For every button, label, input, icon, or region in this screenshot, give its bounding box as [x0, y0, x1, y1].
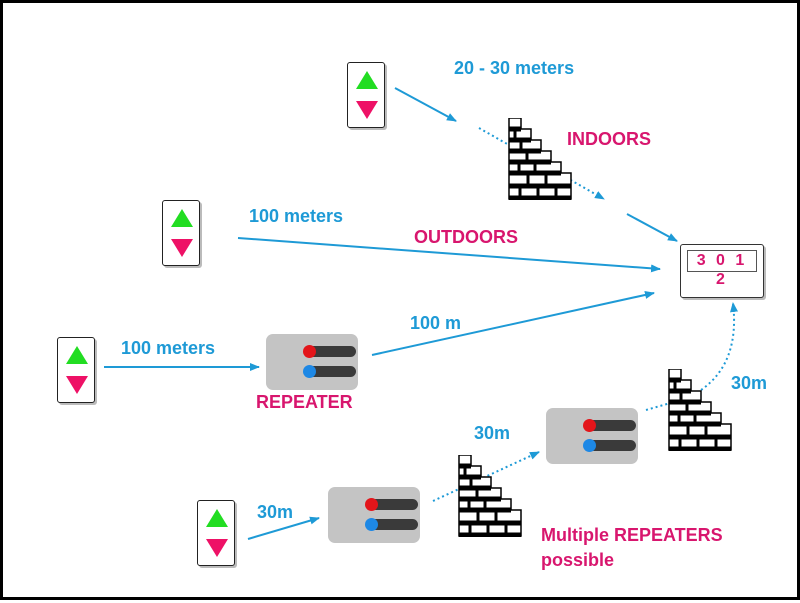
outdoors-label: OUTDOORS — [414, 227, 519, 247]
repeater-bar — [365, 518, 418, 531]
red-led-icon — [583, 419, 596, 432]
repeater-bar — [583, 419, 636, 432]
red-led-icon — [365, 498, 378, 511]
arrow-repeater-to-receiver — [371, 291, 655, 356]
remote-repeater — [57, 337, 95, 403]
repeater-bar — [303, 365, 356, 378]
receiver-display-value: 3 0 1 2 — [687, 250, 757, 288]
repeater-bar — [303, 345, 356, 358]
up-arrow-icon — [66, 346, 88, 364]
blue-led-icon — [365, 518, 378, 531]
down-arrow-icon — [356, 101, 378, 119]
up-arrow-icon — [206, 509, 228, 527]
chain-third-hop-label: 30m — [731, 373, 768, 393]
remote-indoor — [347, 62, 385, 128]
repeater-label: REPEATER — [256, 392, 353, 412]
repeater-main — [266, 334, 358, 390]
multiple-repeaters-label: Multiple REPEATERS — [541, 525, 723, 545]
repeater-bar — [583, 439, 636, 452]
down-arrow-icon — [171, 239, 193, 257]
multiple-repeaters-possible-label: possible — [541, 550, 615, 570]
outdoor-distance-label: 100 meters — [249, 206, 344, 226]
brick-wall-icon — [458, 455, 522, 537]
repeater-chain-1 — [328, 487, 420, 543]
indoors-label: INDOORS — [567, 129, 652, 149]
blue-led-icon — [583, 439, 596, 452]
arrow-wall-to-receiver — [626, 213, 678, 242]
chain-second-hop-label: 30m — [474, 423, 511, 443]
up-arrow-icon — [171, 209, 193, 227]
up-arrow-icon — [356, 71, 378, 89]
remote-outdoor — [162, 200, 200, 266]
brick-wall-icon — [508, 118, 572, 200]
receiver-display-icon: 3 0 1 2 — [680, 244, 764, 298]
indoor-distance-label: 20 - 30 meters — [454, 58, 575, 78]
red-led-icon — [303, 345, 316, 358]
repeater-in-distance-label: 100 meters — [121, 338, 216, 358]
remote-chain — [197, 500, 235, 566]
repeater-chain-2 — [546, 408, 638, 464]
arrow-indoor-to-wall — [394, 87, 457, 122]
down-arrow-icon — [206, 539, 228, 557]
repeater-out-distance-label: 100 m — [410, 313, 462, 333]
repeater-bar — [365, 498, 418, 511]
brick-wall-icon — [668, 369, 732, 451]
arrow-outdoor — [237, 237, 661, 273]
chain-first-hop-label: 30m — [257, 502, 294, 522]
blue-led-icon — [303, 365, 316, 378]
arrow-remote-to-chain-repeater — [247, 516, 320, 540]
down-arrow-icon — [66, 376, 88, 394]
dotted-chain-hop-3 — [700, 302, 739, 391]
